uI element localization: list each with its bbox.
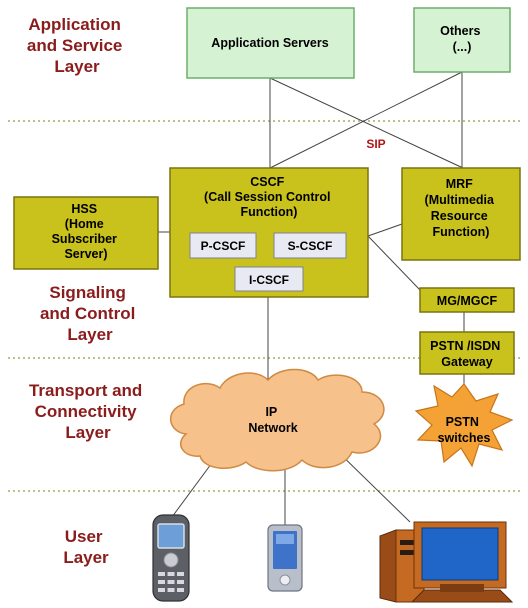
pda-icon	[267, 524, 303, 592]
application-servers-box: Application Servers	[186, 7, 355, 79]
i-cscf-label: I-CSCF	[249, 273, 289, 287]
hss-label: HSS (Home Subscriber Server)	[52, 202, 121, 261]
p-cscf-label: P-CSCF	[201, 239, 246, 253]
p-cscf-box: P-CSCF	[189, 232, 257, 259]
others-box: Others (...)	[413, 7, 511, 73]
link-cscf-mgcf	[367, 235, 421, 291]
s-cscf-box: S-CSCF	[273, 232, 347, 259]
ip-network-label: IP Network	[248, 405, 297, 435]
pstn-switches-label: PSTN switches	[438, 415, 491, 445]
layer-label-user: User Layer	[63, 527, 109, 567]
others-label: Others (...)	[440, 24, 484, 54]
layer-label-application: Application and Service Layer	[27, 15, 127, 76]
mrf-box: MRF (Multimedia Resource Function)	[401, 167, 521, 261]
layer-label-signaling: Signaling and Control Layer	[40, 283, 140, 344]
link-others-cscf	[269, 71, 463, 169]
link-cscf-mrf	[367, 223, 403, 237]
mg-mgcf-box: MG/MGCF	[419, 287, 515, 313]
application-servers-label: Application Servers	[211, 36, 328, 50]
sip-label: SIP	[366, 137, 385, 151]
i-cscf-box: I-CSCF	[234, 266, 304, 292]
pstn-gateway-label: PSTN /ISDN Gateway	[430, 339, 504, 369]
cscf-label: CSCF (Call Session Control Function)	[204, 175, 334, 219]
hss-box: HSS (Home Subscriber Server)	[13, 196, 159, 270]
s-cscf-label: S-CSCF	[288, 239, 333, 253]
mobile-phone-icon	[152, 514, 190, 602]
pstn-gateway-box: PSTN /ISDN Gateway	[419, 331, 515, 375]
connections	[158, 71, 465, 525]
mrf-label: MRF (Multimedia Resource Function)	[425, 177, 498, 239]
desktop-computer-icon	[379, 521, 514, 603]
pstn-switches-star: PSTN switches	[414, 383, 514, 468]
layer-label-transport: Transport and Connectivity Layer	[29, 381, 147, 442]
link-appservers-mrf	[269, 77, 464, 169]
ip-network-cloud: IP Network	[170, 368, 385, 472]
mg-mgcf-label: MG/MGCF	[437, 294, 498, 308]
